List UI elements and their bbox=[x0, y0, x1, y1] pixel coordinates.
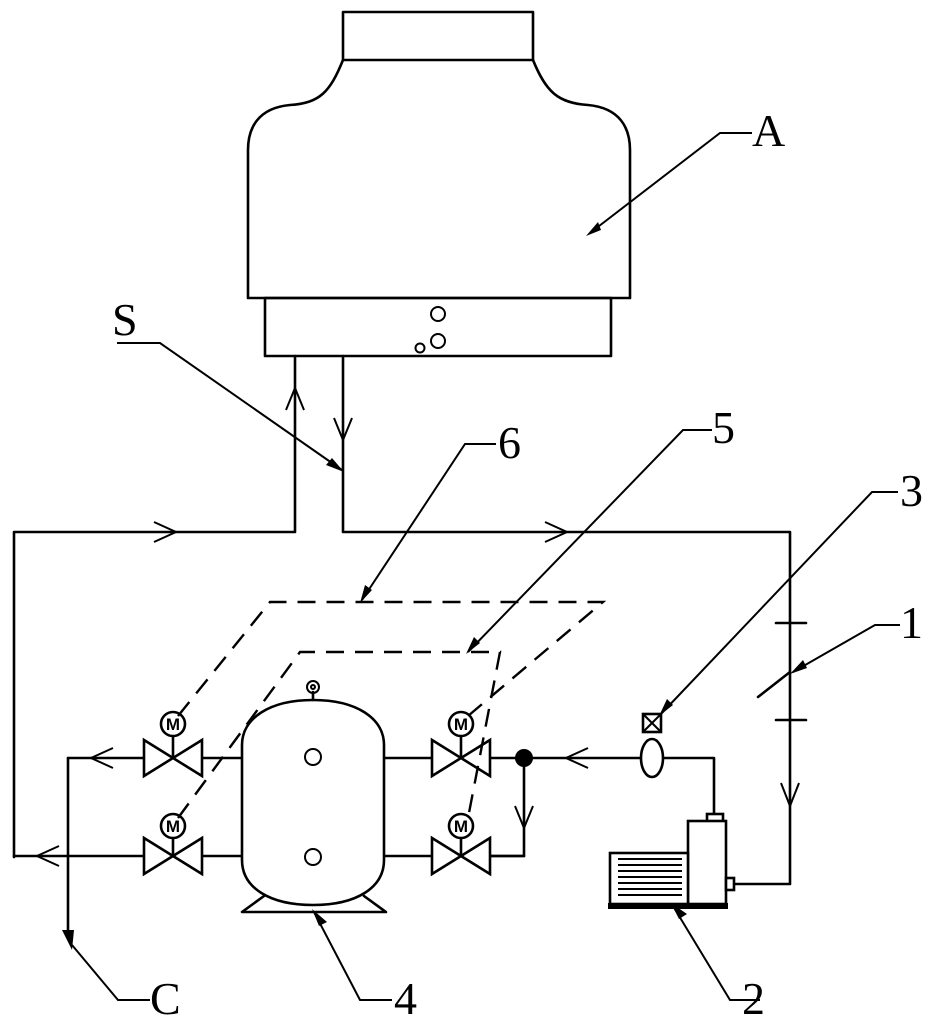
arrow-left bbox=[563, 747, 589, 769]
reference-labels: A S 6 5 3 1 2 4 C bbox=[112, 105, 923, 1024]
pressure-gauge-icon bbox=[306, 680, 320, 694]
label-3: 3 bbox=[900, 465, 923, 516]
valve-1-handle bbox=[756, 670, 792, 699]
tank-port-upper bbox=[304, 748, 322, 766]
motor-letter: M bbox=[454, 715, 468, 734]
label-s: S bbox=[112, 294, 138, 345]
arrow-down bbox=[333, 417, 353, 443]
arrow-left bbox=[88, 747, 114, 769]
motor-letter: M bbox=[166, 715, 180, 734]
valve-motor-icon bbox=[447, 710, 475, 738]
flow-arrows bbox=[34, 385, 800, 867]
arrow-right bbox=[153, 521, 179, 543]
flow-switch bbox=[639, 712, 665, 779]
bubble bbox=[430, 306, 446, 322]
valve-motor-icon bbox=[447, 812, 475, 840]
supply-pipe-s bbox=[341, 354, 792, 886]
control-link-5 bbox=[177, 650, 502, 819]
motor-letter: M bbox=[454, 817, 468, 836]
bubble bbox=[430, 333, 446, 349]
tower-body bbox=[246, 58, 632, 300]
arrow-down bbox=[780, 782, 800, 809]
drain-outlet bbox=[62, 930, 74, 950]
junction-node bbox=[515, 749, 533, 767]
leader-s bbox=[117, 342, 343, 471]
leader-4 bbox=[313, 911, 392, 1001]
junction-branch-pipe bbox=[488, 756, 526, 858]
label-a: A bbox=[752, 105, 785, 156]
leader-a bbox=[589, 132, 752, 234]
flow-switch-sensor-icon bbox=[639, 737, 665, 779]
valve-lower-right: M bbox=[430, 812, 492, 877]
tower-fan-stack bbox=[341, 10, 535, 62]
tank-body bbox=[240, 698, 386, 907]
leader-arrowhead bbox=[326, 458, 344, 472]
leader-arrowhead bbox=[312, 909, 327, 926]
return-pipe bbox=[12, 354, 297, 859]
control-link-6 bbox=[177, 600, 607, 717]
flow-switch-cross bbox=[642, 713, 662, 733]
pump-base bbox=[608, 903, 728, 909]
valve-motor-icon bbox=[159, 812, 187, 840]
leader-3 bbox=[660, 491, 898, 715]
leader-6 bbox=[361, 443, 496, 601]
pressure-gauge-center bbox=[310, 684, 316, 690]
bubble bbox=[414, 342, 426, 354]
leader-c bbox=[71, 944, 150, 1001]
arrow-down bbox=[514, 805, 534, 831]
label-1: 1 bbox=[900, 597, 923, 648]
leader-arrowhead bbox=[586, 222, 601, 236]
leader-arrowhead bbox=[466, 637, 480, 654]
motor-letter: M bbox=[166, 817, 180, 836]
label-6: 6 bbox=[498, 417, 521, 468]
arrow-left bbox=[34, 845, 60, 867]
cooling-tower bbox=[246, 10, 632, 358]
valve-motor-icon bbox=[159, 710, 187, 738]
pump-motor bbox=[608, 851, 690, 906]
leader-2 bbox=[672, 905, 760, 1001]
valve-upper-right: M bbox=[430, 710, 492, 779]
leader-arrowhead bbox=[360, 585, 372, 603]
pump-outlet-pipe bbox=[526, 756, 716, 818]
pressure-tank bbox=[240, 680, 388, 914]
pump-inlet bbox=[724, 876, 736, 892]
arrow-up bbox=[285, 385, 305, 411]
leader-arrowhead bbox=[671, 903, 687, 919]
tower-basin bbox=[263, 296, 613, 358]
valve-lower-left: M bbox=[142, 812, 204, 877]
valve-upper-left: M bbox=[142, 710, 204, 779]
pump-casing bbox=[686, 819, 728, 906]
leader-1 bbox=[792, 624, 900, 673]
leader-lines bbox=[62, 132, 900, 1001]
arrow-right bbox=[544, 521, 570, 543]
label-4: 4 bbox=[394, 973, 417, 1024]
label-5: 5 bbox=[712, 402, 735, 453]
label-c: C bbox=[150, 973, 181, 1024]
pump bbox=[608, 812, 736, 909]
tank-port-lower bbox=[304, 848, 322, 866]
leader-5 bbox=[467, 429, 712, 653]
leader-arrowhead bbox=[790, 660, 807, 674]
label-2: 2 bbox=[742, 973, 765, 1024]
leader-arrowhead bbox=[659, 699, 673, 716]
